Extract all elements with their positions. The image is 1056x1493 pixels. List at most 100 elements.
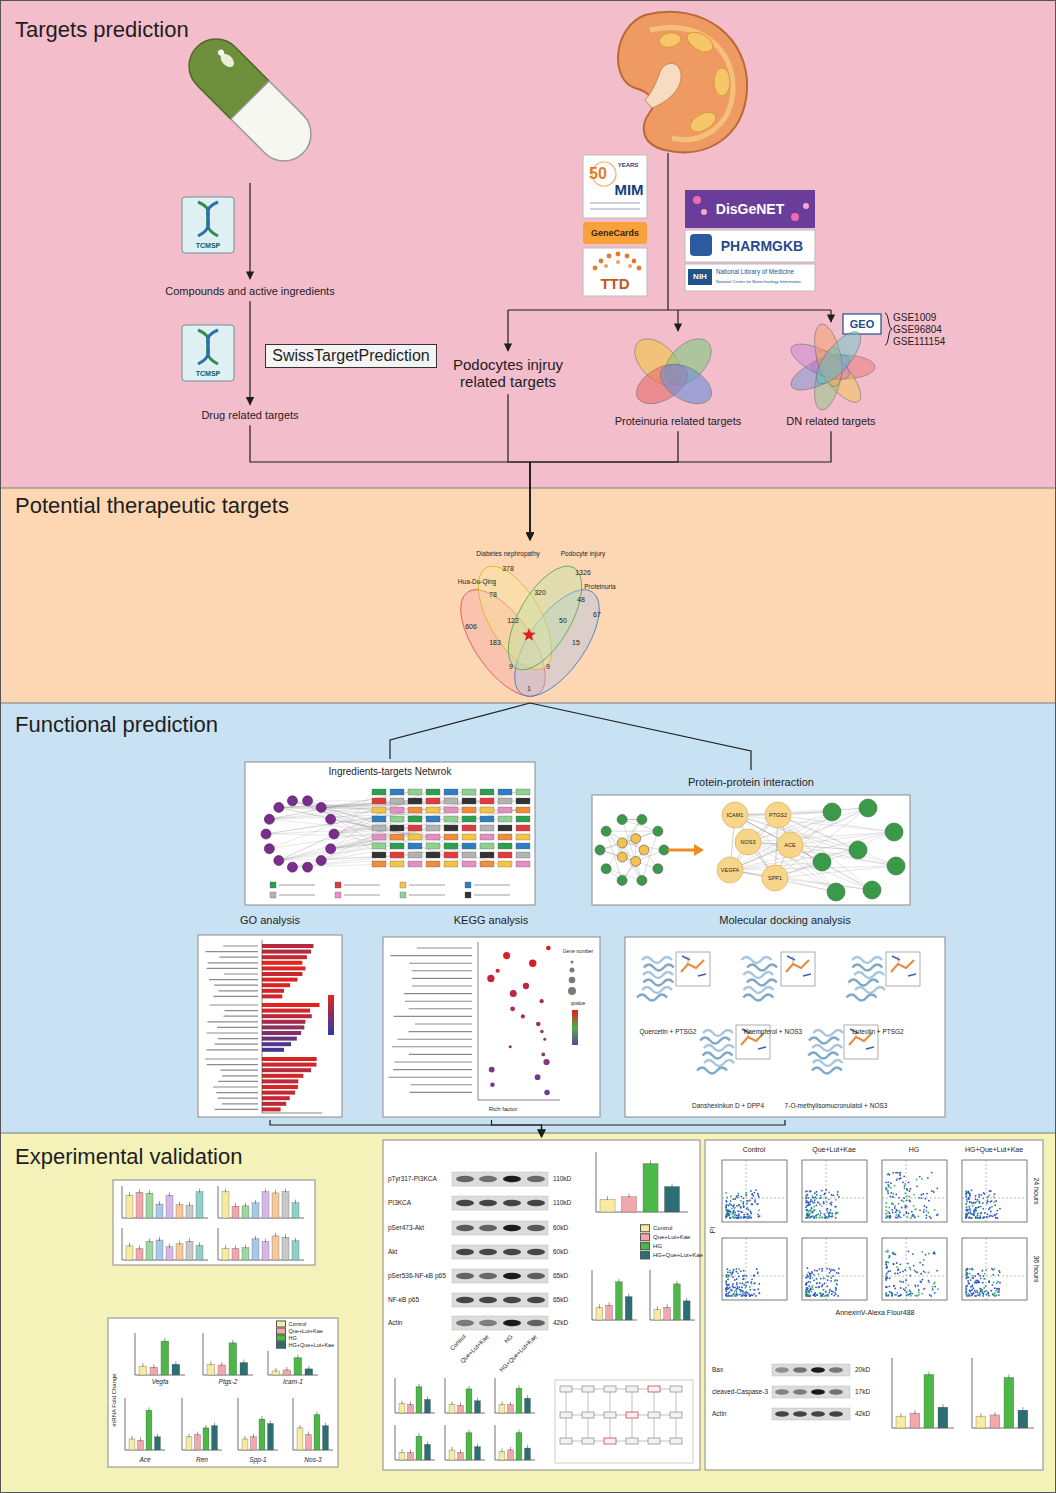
blot-bands [456, 1297, 474, 1303]
flow-plot [914, 1269, 916, 1271]
flow-plot [816, 1282, 818, 1284]
flow-plot [897, 1172, 899, 1174]
flow-plot [965, 1215, 967, 1217]
flow-plot [892, 1196, 894, 1198]
flow-plot [806, 1205, 808, 1207]
flow-plot [937, 1214, 939, 1216]
flow-plot [743, 1204, 745, 1206]
blot-bands [416, 1436, 422, 1460]
flow-plot [903, 1175, 905, 1177]
section-ground [0, 703, 1056, 1133]
flow-plot [900, 1216, 902, 1218]
blot-bands [503, 1297, 521, 1303]
flow-plot [726, 1276, 728, 1278]
flow-plot [886, 1294, 888, 1296]
blot-bands [510, 1447, 511, 1451]
docking-illustration [813, 1060, 843, 1066]
go-bar-chart [213, 1086, 258, 1087]
flow-plot [968, 1197, 970, 1199]
flow-plot [928, 1253, 930, 1255]
flow-plot [970, 1279, 972, 1281]
network-graph [372, 798, 386, 804]
docking-illustration [743, 972, 773, 978]
flow-plot [911, 1215, 913, 1217]
flow-plot [805, 1217, 807, 1219]
flow-plot [818, 1286, 820, 1288]
go-bar-chart [262, 1057, 317, 1061]
bar-chart [292, 1241, 299, 1260]
network-graph [426, 807, 440, 813]
flow-plot [750, 1213, 752, 1215]
go-bar-chart [218, 1081, 258, 1082]
flow-plot [907, 1284, 909, 1286]
go-bar-chart [215, 1044, 258, 1045]
flow-plot [900, 1294, 902, 1296]
flow-plot [726, 1268, 728, 1270]
blot-bands [599, 1304, 600, 1308]
flow-plot [741, 1283, 743, 1285]
flow-plot [809, 1273, 811, 1275]
flow-plot [753, 1289, 755, 1291]
flow-plot [827, 1208, 829, 1210]
kegg-dot-plot [388, 1077, 472, 1078]
database-logo [583, 155, 647, 218]
flow-plot [885, 1189, 887, 1191]
go-bar-chart [328, 995, 334, 1035]
network-graph [480, 816, 494, 822]
network-graph [331, 810, 516, 849]
database-logo [685, 264, 815, 291]
flow-plot [914, 1295, 916, 1297]
flow-plot [811, 1208, 813, 1210]
blot-bands [670, 1412, 682, 1418]
bar-chart [161, 1341, 169, 1375]
flow-plot [740, 1270, 742, 1272]
bar-chart [261, 1416, 262, 1420]
flow-plot [968, 1192, 970, 1194]
flow-plot [885, 1181, 887, 1183]
network-graph [344, 884, 380, 885]
flow-plot [828, 1192, 830, 1194]
flow-plot [807, 1214, 809, 1216]
blot-bands [648, 1412, 660, 1418]
network-graph [426, 852, 440, 858]
network-graph [334, 792, 516, 834]
blot-bands [527, 1395, 528, 1399]
flow-plot [823, 1277, 825, 1279]
flow-plot [892, 1172, 894, 1174]
flow-plot [815, 1294, 817, 1296]
flow-plot [996, 1282, 998, 1284]
blot-bands [638, 1441, 648, 1442]
bar-chart [164, 1338, 165, 1342]
docking-illustration [642, 957, 672, 963]
kegg-dot-plot [478, 942, 479, 1100]
flow-plot [736, 1278, 738, 1280]
blot-bands [588, 1418, 589, 1438]
flow-plot [750, 1281, 752, 1283]
network-graph [444, 852, 458, 858]
flow-plot [965, 1278, 967, 1280]
docking-illustration [848, 980, 878, 986]
go-bar-chart [262, 1107, 281, 1111]
network-graph [372, 816, 386, 822]
blot-bands [458, 1405, 464, 1413]
flow-plot [909, 1188, 911, 1190]
flow-plot [929, 1216, 931, 1218]
flow-plot [835, 1199, 837, 1201]
network-graph [444, 789, 458, 795]
kegg-dot-plot [408, 1031, 472, 1032]
bar-chart [265, 1189, 266, 1193]
network-graph [444, 825, 458, 831]
flow-plot [899, 1174, 901, 1176]
kidney-icon [645, 63, 681, 108]
flow-plot [910, 1291, 912, 1293]
go-bar-chart [217, 1027, 258, 1028]
flow-arrow [508, 153, 831, 310]
flow-plot [743, 1214, 745, 1216]
network-graph [474, 894, 510, 895]
network-graph [408, 789, 422, 795]
blot-bands [425, 1444, 431, 1460]
flow-plot [750, 1190, 752, 1192]
flow-plot [729, 1272, 731, 1274]
flow-plot [903, 1201, 905, 1203]
flow-plot [991, 1206, 993, 1208]
